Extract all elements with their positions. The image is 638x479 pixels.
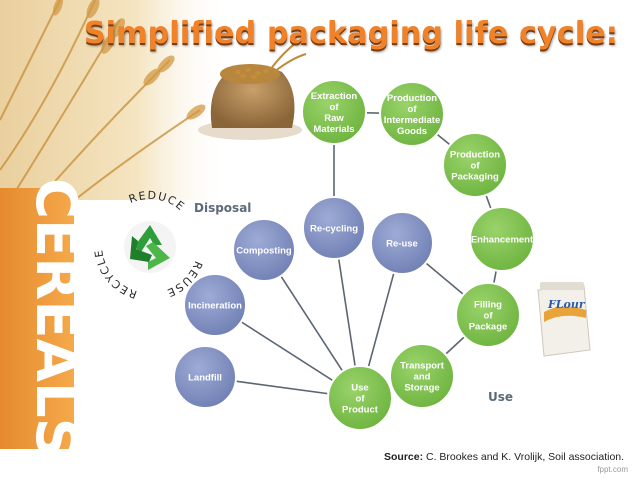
node-circle [302, 196, 366, 260]
node-label: of [484, 311, 494, 322]
node-label: Production [387, 93, 437, 104]
node-label: Filling [474, 300, 502, 311]
node-label: Intermediate [384, 115, 441, 126]
node-circle [455, 282, 521, 348]
node-re-cycling: Re-cycling [302, 196, 366, 260]
node-label: Re-cycling [310, 224, 358, 235]
node-landfill: Landfill [173, 345, 237, 409]
node-label: Composting [236, 246, 292, 257]
node-label: of [471, 161, 481, 172]
node-circle [370, 211, 434, 275]
node-label: Extraction [311, 91, 358, 102]
node-label: Landfill [188, 373, 222, 384]
footer-brand: fppt.com [597, 465, 628, 474]
node-label: Product [342, 405, 379, 416]
recycle-icon [124, 221, 176, 273]
node-label: Re-use [386, 239, 418, 250]
disposal-label: Disposal [192, 200, 254, 216]
node-label: Materials [313, 124, 354, 135]
node-circle [379, 81, 445, 147]
node-label: Enhancement [471, 235, 534, 246]
node-circle [301, 79, 367, 145]
node-circle [327, 365, 393, 431]
node-re-use: Re-use [370, 211, 434, 275]
node-label: Production [450, 150, 500, 161]
node-composting: Composting [232, 218, 296, 282]
side-bar [0, 188, 74, 449]
wheat-grains-decoration [52, 0, 206, 120]
source-text: C. Brookes and K. Vrolijk, Soil associat… [423, 451, 625, 463]
node-label: of [330, 102, 340, 113]
node-label: Use [351, 383, 368, 394]
node-label: Storage [404, 383, 439, 394]
node-circle [389, 343, 455, 409]
node-circle [469, 206, 535, 272]
node-incineration: Incineration [183, 273, 247, 337]
flour-bag-image: FLour [537, 282, 591, 357]
node-label: Transport [400, 361, 445, 372]
slide-title: Simplified packaging life cycle: [84, 16, 619, 51]
node-enhancement: Enhancement [469, 206, 535, 272]
diagram-nodes: ExtractionofRawMaterialsProductionofInte… [173, 79, 535, 431]
node-label: Incineration [188, 301, 242, 312]
flour-logo-text: FLour [547, 298, 586, 311]
node-label: of [356, 394, 366, 405]
node-label: and [414, 372, 431, 383]
node-label: Goods [397, 126, 427, 137]
node-circle [232, 218, 296, 282]
grain-sack-image [198, 39, 307, 140]
node-label: Raw [324, 113, 344, 124]
node-circle [442, 132, 508, 198]
node-label: Packaging [451, 172, 499, 183]
use-label: Use [486, 389, 516, 405]
node-circle [183, 273, 247, 337]
source-citation: Source: C. Brookes and K. Vrolijk, Soil … [384, 449, 634, 465]
side-word: CEREALS [23, 178, 88, 458]
node-label: Package [469, 322, 508, 333]
node-circle [173, 345, 237, 409]
node-label: of [408, 104, 418, 115]
source-prefix: Source: [384, 451, 424, 463]
